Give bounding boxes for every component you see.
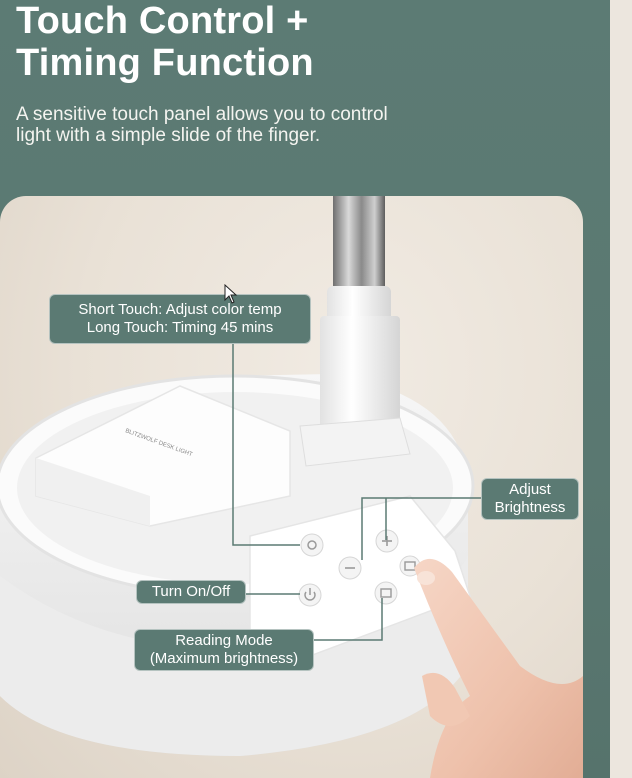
minus-icon <box>338 556 362 580</box>
callout-short-touch: Short Touch: Adjust color temp Long Touc… <box>49 294 311 344</box>
callout-adjust-brightness: Adjust Brightness <box>481 478 579 520</box>
description-line-2: light with a simple slide of the finger. <box>16 125 321 146</box>
lamp-pole-mount <box>299 417 411 467</box>
headline-line-2: Timing Function <box>16 42 314 84</box>
callout-reading-line-1: Reading Mode <box>175 632 273 649</box>
reading-mode-icon <box>374 581 398 605</box>
callout-brightness-line-2: Brightness <box>494 499 566 516</box>
callout-power-label: Turn On/Off <box>151 583 231 600</box>
headline-line-1: Touch Control + <box>16 0 309 42</box>
callout-short-touch-line-1: Short Touch: Adjust color temp <box>78 301 282 318</box>
description-line-1: A sensitive touch panel allows you to co… <box>16 104 388 125</box>
color-temp-icon <box>300 533 324 557</box>
callout-reading-line-2: (Maximum brightness) <box>149 650 299 667</box>
headline: Touch Control + Timing Function <box>16 0 314 84</box>
mouse-cursor-icon <box>224 284 238 304</box>
battery-block-face <box>36 458 150 526</box>
plus-icon <box>375 529 399 553</box>
power-icon <box>298 583 322 607</box>
callout-reading-mode: Reading Mode (Maximum brightness) <box>134 629 314 671</box>
description: A sensitive touch panel allows you to co… <box>16 104 456 146</box>
lamp-base-illustration: BLITZWOLF DESK LIGHT <box>0 196 583 778</box>
right-edge-strip <box>610 0 632 778</box>
callout-turn-on-off: Turn On/Off <box>136 580 246 604</box>
callout-brightness-line-1: Adjust <box>509 481 551 498</box>
callout-short-touch-line-2: Long Touch: Timing 45 mins <box>86 319 274 336</box>
lamp-pole-collar <box>327 286 391 322</box>
finger-hand <box>414 558 583 778</box>
